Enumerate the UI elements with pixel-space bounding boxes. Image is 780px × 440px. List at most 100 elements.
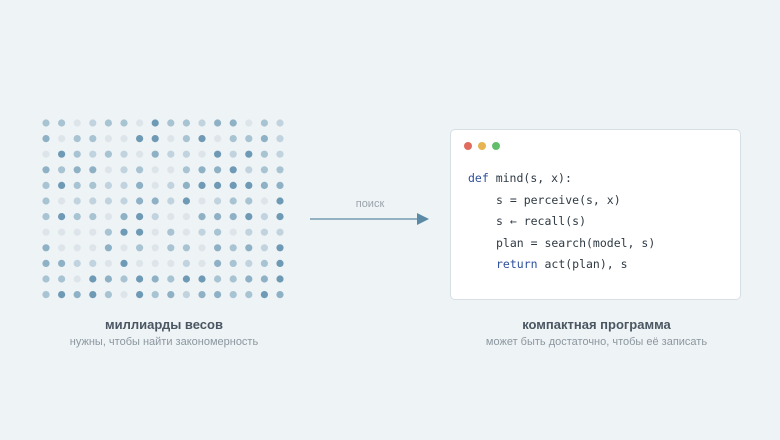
weight-dot (151, 275, 159, 283)
weight-dot (182, 275, 190, 283)
weight-dot (167, 150, 175, 158)
weight-dot (104, 275, 112, 283)
weight-dot (136, 166, 144, 174)
weight-dot (42, 213, 50, 221)
weight-dot (42, 259, 50, 267)
weight-dot (198, 119, 206, 127)
weight-dot (260, 291, 268, 299)
weight-dot (58, 119, 66, 127)
weight-dot (276, 244, 284, 252)
weight-dot (245, 228, 253, 236)
code-block: def mind(s, x):s = perceive(s, x)s ← rec… (468, 168, 655, 276)
weight-dot (214, 213, 222, 221)
weight-dot (120, 197, 128, 205)
weight-dot (276, 150, 284, 158)
weight-dot (151, 228, 159, 236)
weight-dot (276, 228, 284, 236)
weight-dot (42, 181, 50, 189)
weight-dot (260, 213, 268, 221)
weight-dot (89, 135, 97, 143)
weight-dot (276, 291, 284, 299)
weight-dot (104, 228, 112, 236)
weight-dot (245, 213, 253, 221)
weight-dot (89, 228, 97, 236)
weight-dot (89, 181, 97, 189)
weight-dot (42, 291, 50, 299)
weight-dot (245, 119, 253, 127)
weight-dot (229, 259, 237, 267)
weight-dot (151, 197, 159, 205)
weight-dot (167, 197, 175, 205)
weight-dot (260, 135, 268, 143)
weight-dot (151, 244, 159, 252)
weight-dot (89, 150, 97, 158)
weight-dot (276, 135, 284, 143)
weight-dot (167, 275, 175, 283)
weight-dot (104, 291, 112, 299)
weight-dot (182, 244, 190, 252)
weight-dot (229, 166, 237, 174)
weight-dot (198, 135, 206, 143)
weight-dot (276, 259, 284, 267)
weight-dot (276, 181, 284, 189)
weight-dot (42, 166, 50, 174)
weight-dot (229, 228, 237, 236)
code-line-4: plan = search(model, s) (496, 235, 656, 250)
weight-dot (182, 259, 190, 267)
weight-dot (229, 244, 237, 252)
window-close-dot-icon (464, 142, 472, 150)
search-arrow-icon (310, 213, 429, 225)
weight-dot (276, 213, 284, 221)
weight-dot (182, 291, 190, 299)
billions-weights-subtitle: нужны, чтобы найти закономерность (69, 336, 259, 348)
weight-dot (198, 181, 206, 189)
weight-dot (58, 275, 66, 283)
weight-dot (182, 228, 190, 236)
weight-dot (104, 166, 112, 174)
weight-dot (120, 291, 128, 299)
weight-dot (167, 181, 175, 189)
weight-dot (73, 275, 81, 283)
code-line-1-rest: mind(s, x): (488, 171, 572, 185)
weight-dot (182, 135, 190, 143)
weight-dot (58, 150, 66, 158)
weight-dot (136, 244, 144, 252)
weight-dot (182, 181, 190, 189)
weight-dot (73, 150, 81, 158)
weight-dot (167, 119, 175, 127)
weight-dot (136, 228, 144, 236)
code-line-5-rest: act(plan), s (537, 257, 628, 271)
weight-dot (120, 244, 128, 252)
weight-dot (151, 291, 159, 299)
weight-dot (73, 197, 81, 205)
weight-dot (214, 228, 222, 236)
weight-dot (229, 181, 237, 189)
weight-dot (276, 197, 284, 205)
weight-dot (151, 213, 159, 221)
weight-dot (42, 197, 50, 205)
code-line-2: s = perceive(s, x) (496, 192, 621, 207)
weight-dot (245, 259, 253, 267)
weight-dot (151, 119, 159, 127)
weight-dot (42, 228, 50, 236)
weight-dot (42, 244, 50, 252)
weight-dot (198, 259, 206, 267)
weight-dot (167, 166, 175, 174)
weight-dot (229, 150, 237, 158)
weight-dot (58, 213, 66, 221)
weight-dot (276, 166, 284, 174)
weight-dot (120, 275, 128, 283)
weight-dot (136, 119, 144, 127)
weight-dot (229, 275, 237, 283)
weight-dot (245, 197, 253, 205)
weight-dot (214, 275, 222, 283)
weight-dot (104, 119, 112, 127)
weight-dot (42, 150, 50, 158)
weight-dot (167, 135, 175, 143)
weight-dot (214, 166, 222, 174)
weight-dot (151, 166, 159, 174)
weight-dot (89, 197, 97, 205)
weight-dot (276, 275, 284, 283)
weight-dot (167, 228, 175, 236)
weight-dot (136, 213, 144, 221)
